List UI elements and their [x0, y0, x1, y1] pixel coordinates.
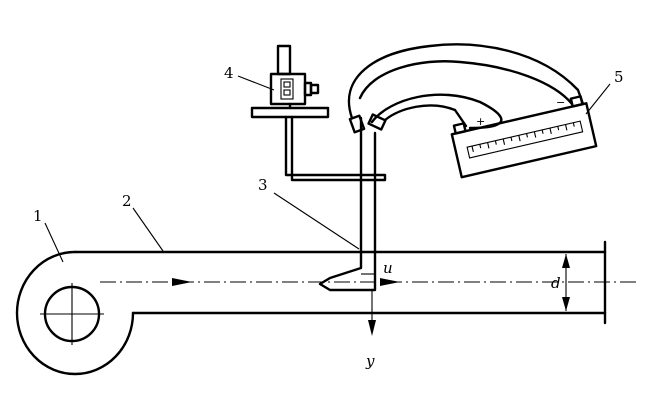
- flow-arrow-2: [380, 278, 400, 286]
- connecting-hose: [347, 43, 585, 134]
- label-3: 3: [258, 176, 268, 194]
- label-4: 4: [224, 64, 234, 82]
- minus-sign: −: [556, 96, 565, 109]
- inclined-manometer: + −: [450, 95, 598, 179]
- label-d: d: [551, 274, 561, 292]
- y-axis-arrow: [368, 320, 376, 336]
- label-u: u: [383, 259, 393, 277]
- manometer-scale: [471, 122, 575, 153]
- pitot-tube: y u: [318, 116, 393, 370]
- spiral-housing: [15, 240, 607, 376]
- label-2: 2: [122, 192, 132, 210]
- centerline: [100, 278, 640, 286]
- label-y: y: [365, 352, 375, 370]
- clamp-knob: [309, 83, 320, 95]
- plus-sign: +: [476, 115, 485, 128]
- probe-stand: [250, 44, 387, 182]
- label-5: 5: [614, 68, 624, 86]
- label-1: 1: [33, 207, 43, 225]
- callouts: 1 2 3 4 5: [33, 64, 624, 263]
- dimension-d: d: [551, 254, 570, 311]
- flow-arrow-1: [172, 278, 192, 286]
